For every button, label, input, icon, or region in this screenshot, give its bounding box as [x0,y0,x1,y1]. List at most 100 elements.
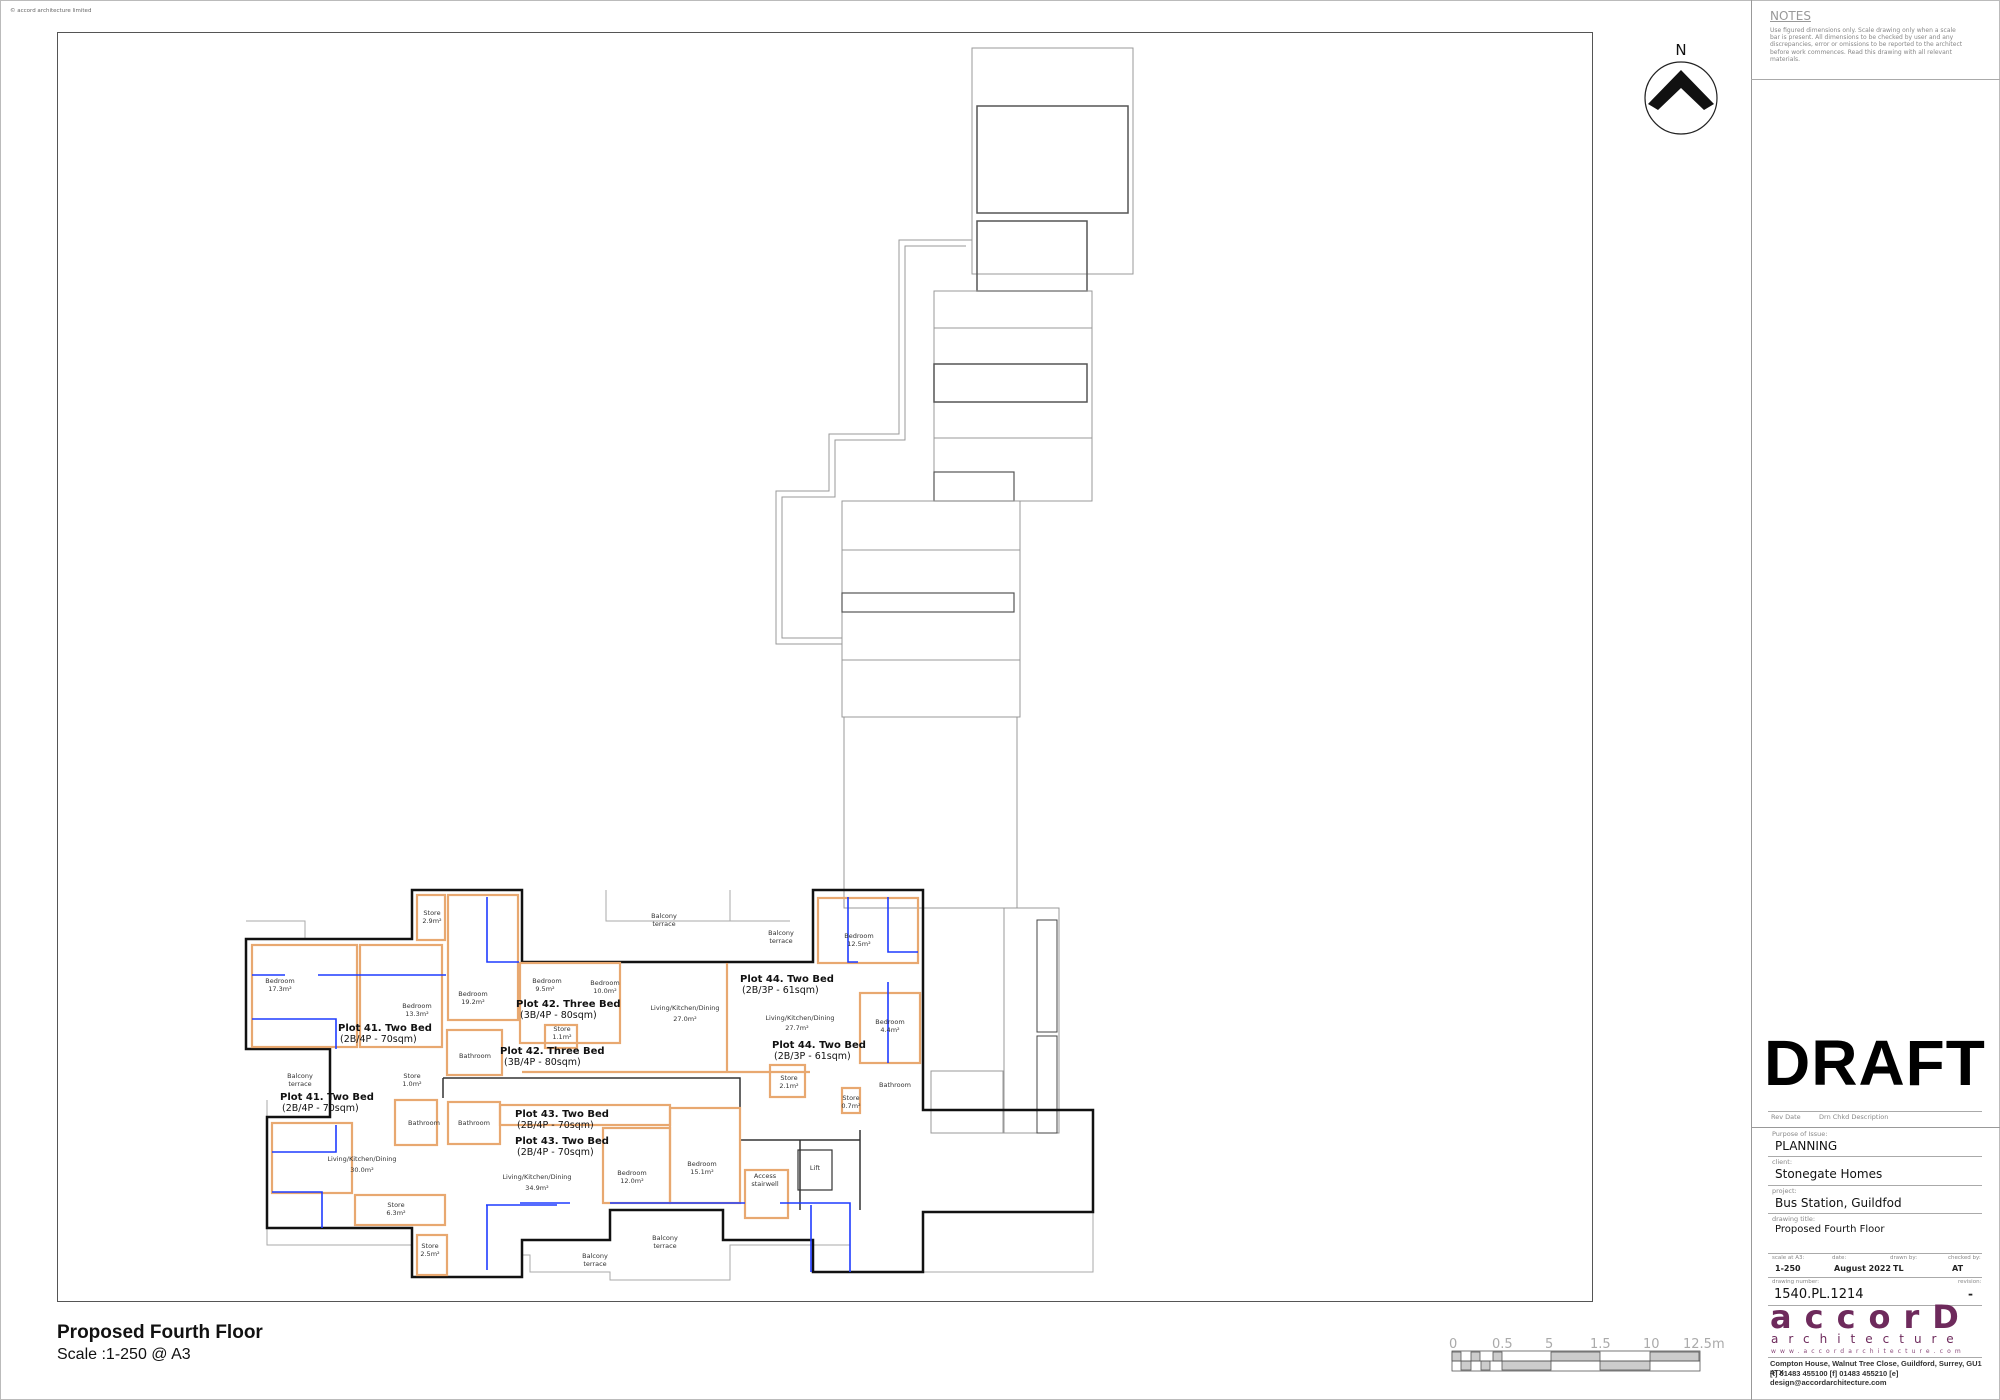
svg-text:12.5m: 12.5m [1683,1337,1725,1352]
plot-42-label: Plot 42. Three Bed(3B/4P - 80sqm) [500,1046,605,1068]
plot-42-label: Plot 42. Three Bed(3B/4P - 80sqm) [516,999,621,1021]
plot-43-label: Plot 43. Two Bed(2B/4P - 70sqm) [515,1136,609,1158]
svg-text:1.5: 1.5 [1590,1337,1611,1352]
svg-text:2.9m²: 2.9m² [422,917,442,925]
room-lift: Lift [810,1164,821,1172]
drawing-number-label: drawing number: [1772,1279,1820,1285]
divider [1768,1277,1982,1278]
notes-heading: NOTES [1770,9,1811,23]
rev-date-header: Rev Date [1771,1113,1801,1121]
scale-value: 1-250 [1775,1264,1801,1273]
svg-text:17.3m²: 17.3m² [268,985,292,993]
client-value: Stonegate Homes [1775,1167,1883,1181]
svg-text:1.0m²: 1.0m² [402,1080,422,1088]
svg-text:Store: Store [387,1201,404,1209]
svg-text:(2B/4P - 70sqm): (2B/4P - 70sqm) [517,1147,594,1158]
svg-text:0: 0 [1449,1337,1457,1352]
svg-text:(2B/4P - 70sqm): (2B/4P - 70sqm) [340,1034,417,1045]
svg-text:(3B/4P - 80sqm): (3B/4P - 80sqm) [504,1057,581,1068]
rev-desc-header: Drn Chkd Description [1819,1113,1889,1121]
drawing-title-value: Proposed Fourth Floor [1775,1224,1885,1235]
notes-line: bar is present. All dimensions to be che… [1770,34,1954,42]
svg-text:19.2m²: 19.2m² [461,998,485,1006]
svg-text:Store: Store [553,1025,570,1033]
svg-text:27.7m²: 27.7m² [785,1024,809,1032]
divider [1768,1185,1982,1186]
svg-text:(2B/3P - 61sqm): (2B/3P - 61sqm) [742,985,819,996]
svg-text:Bedroom: Bedroom [590,979,619,987]
scale-bar: 0 0.5 5 1.5 10 12.5m [1449,1337,1725,1372]
drawing-scale: Scale :1-250 @ A3 [57,1346,191,1363]
svg-text:Plot 42. Three Bed: Plot 42. Three Bed [500,1046,605,1057]
plot-labels: Plot 41. Two Bed(2B/4P - 70sqm) Plot 41.… [280,974,866,1158]
north-arrow-icon: N [1644,41,1718,135]
roof-structure [775,47,1134,1134]
svg-text:9.5m²: 9.5m² [535,985,555,993]
svg-text:34.9m²: 34.9m² [525,1184,549,1192]
svg-text:Bedroom: Bedroom [617,1169,646,1177]
svg-text:Store: Store [421,1242,438,1250]
plot-44-label: Plot 44. Two Bed(2B/3P - 61sqm) [772,1040,866,1062]
svg-text:Bedroom: Bedroom [875,1018,904,1026]
divider [1768,1213,1982,1214]
room-bathroom: Bathroom [408,1119,440,1127]
svg-text:Plot 41. Two Bed: Plot 41. Two Bed [338,1023,432,1034]
svg-text:Balcony: Balcony [582,1252,608,1260]
copyright-text: © accord architecture limited [10,8,92,14]
svg-text:Balcony: Balcony [652,1234,678,1242]
plot-44-label: Plot 44. Two Bed(2B/3P - 61sqm) [740,974,834,996]
svg-text:Living/Kitchen/Dining: Living/Kitchen/Dining [502,1173,571,1181]
svg-text:Plot 43. Two Bed: Plot 43. Two Bed [515,1136,609,1147]
drawing-number-value: 1540.PL.1214 [1774,1287,1864,1302]
project-value: Bus Station, Guildfod [1775,1196,1902,1210]
plot-41-label: Plot 41. Two Bed(2B/4P - 70sqm) [338,1023,432,1045]
draft-stamp: DRAFT [1764,1027,1986,1099]
website-text: www.accordarchitecture.com [1771,1348,1965,1355]
drawn-label: drawn by: [1890,1255,1918,1261]
svg-text:Bedroom: Bedroom [458,990,487,998]
svg-text:Store: Store [423,909,440,917]
svg-text:(2B/4P - 70sqm): (2B/4P - 70sqm) [517,1120,594,1131]
drawn-value: TL [1893,1264,1904,1273]
svg-text:Bedroom: Bedroom [532,977,561,985]
svg-text:Store: Store [842,1094,859,1102]
svg-text:Bedroom: Bedroom [265,977,294,985]
svg-text:Living/Kitchen/Dining: Living/Kitchen/Dining [327,1155,396,1163]
divider [1768,1357,1982,1358]
notes-line: Use figured dimensions only. Scale drawi… [1770,27,1956,34]
room-lkd-34-9: Living/Kitchen/Dining 34.9m² [502,1173,571,1192]
svg-text:5: 5 [1545,1337,1553,1352]
accord-logo: accorD [1770,1298,1972,1336]
svg-text:1.1m²: 1.1m² [552,1033,572,1041]
svg-text:30.0m²: 30.0m² [350,1166,374,1174]
drawing-frame [57,32,1593,1302]
project-label: project: [1772,1187,1797,1195]
svg-text:Access: Access [754,1172,777,1180]
room-lkd-30-0: Living/Kitchen/Dining 30.0m² [327,1155,396,1174]
divider [1768,1111,1982,1112]
svg-text:0.7m²: 0.7m² [841,1102,861,1110]
purpose-label: Purpose of Issue: [1772,1130,1828,1138]
svg-text:27.0m²: 27.0m² [673,1015,697,1023]
lift-shaft [797,1149,833,1191]
svg-text:Plot 41. Two Bed: Plot 41. Two Bed [280,1092,374,1103]
svg-text:stairwell: stairwell [751,1180,779,1188]
revision-value: - [1968,1287,1973,1301]
scale-bar-labels: 0 0.5 5 1.5 10 12.5m [1449,1337,1725,1352]
svg-text:Store: Store [403,1072,420,1080]
notes-text: Use figured dimensions only. Scale drawi… [1770,27,1962,63]
svg-text:(2B/4P - 70sqm): (2B/4P - 70sqm) [282,1103,359,1114]
